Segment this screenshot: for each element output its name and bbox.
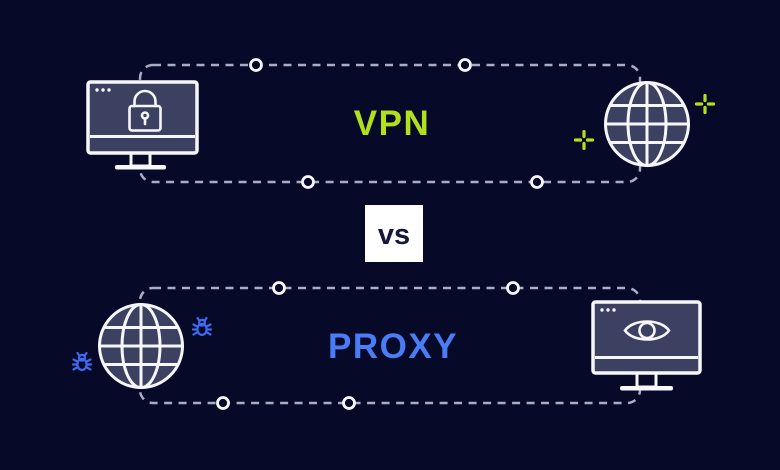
sparkle-icon (573, 129, 595, 151)
bug-icon (191, 316, 213, 337)
window-dot (600, 308, 604, 312)
globe-icon (604, 81, 690, 167)
network-node (272, 281, 286, 295)
window-dot (101, 88, 105, 92)
eye-icon (623, 320, 671, 341)
network-node (530, 175, 544, 189)
proxy-label: PROXY (328, 327, 458, 366)
monitor-base (620, 386, 673, 391)
vpn-section: VPN (86, 58, 716, 189)
proxy-section: PROXY (71, 281, 702, 410)
network-node (301, 175, 315, 189)
network-node (216, 396, 230, 410)
window-dot (95, 88, 99, 92)
sparkle-icon (694, 93, 716, 115)
vs-label: vs (378, 219, 410, 251)
monitor-eye-icon (591, 300, 702, 391)
bug-icon (71, 351, 93, 372)
network-node (249, 58, 263, 72)
window-dot (612, 308, 616, 312)
vs-box (365, 205, 423, 262)
globe-icon (98, 303, 184, 389)
window-dot (606, 308, 610, 312)
network-node (506, 281, 520, 295)
monitor-base (115, 165, 166, 170)
network-node (342, 396, 356, 410)
vs-badge: vs (365, 205, 423, 262)
monitor-lock-icon (86, 80, 199, 170)
window-dot (107, 88, 111, 92)
vpn-label: VPN (354, 104, 430, 143)
lock-icon (128, 89, 162, 132)
network-node (458, 58, 472, 72)
